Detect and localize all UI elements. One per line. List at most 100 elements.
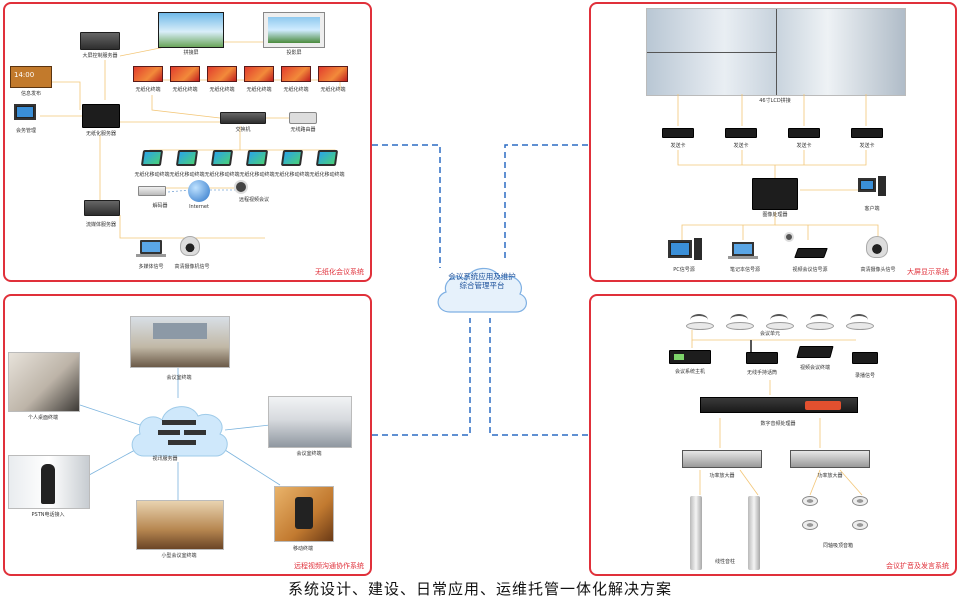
terminal-screen-icon	[318, 66, 348, 82]
terminal-screen-icon	[281, 66, 311, 82]
label-video-tracking: 视频会议终端	[799, 365, 831, 371]
panel-audio: 会议扩音及发言系统	[589, 294, 957, 576]
label-personal: 个人桌面终端	[27, 415, 59, 421]
video-camera-icon	[784, 232, 794, 242]
label-lcd: 46寸LCD拼接	[759, 98, 791, 104]
footer-title: 系统设计、建设、日常应用、运维托管一体化解决方案	[287, 580, 672, 598]
label-small-room: 小型会议室终端	[161, 553, 197, 559]
mic-base-icon	[766, 322, 794, 330]
dsp-icon	[700, 397, 858, 413]
label-projector: 投影屏	[286, 50, 302, 56]
link-bigscreen	[504, 144, 588, 262]
mic-base-icon	[726, 322, 754, 330]
label-upper-server: 大屏控制服务器	[82, 53, 118, 59]
label-terminal: 无纸化终端	[283, 87, 309, 93]
label-decoder: 解码器	[152, 203, 168, 209]
power-amp-icon	[682, 450, 762, 468]
terminal-screen-icon	[170, 66, 200, 82]
tablet-icon	[315, 150, 339, 166]
label-conference-terminal: 会议室终端	[296, 451, 322, 457]
tablet-icon	[280, 150, 304, 166]
client-tower-icon	[878, 176, 886, 196]
ceiling-speaker-icon	[852, 496, 868, 506]
tablet-icon	[175, 150, 199, 166]
terminal-screen-icon	[244, 66, 274, 82]
client-monitor-icon	[858, 178, 876, 192]
laptop-icon	[140, 240, 162, 254]
label-info-release: 信息发布	[20, 91, 42, 97]
label-ops-mgmt: 会务管理	[15, 128, 37, 134]
label-internet: Internet	[189, 204, 209, 210]
mcu-cloud-icon	[131, 406, 228, 457]
ceiling-speaker-icon	[802, 496, 818, 506]
label-mcu: 视讯服务器	[152, 456, 178, 462]
video-terminal-icon	[796, 346, 834, 358]
label-display-screen: 拼接屏	[183, 50, 199, 56]
wireless-mic-receiver-icon	[746, 352, 778, 364]
label-media-signal: 多媒体信号	[138, 264, 164, 270]
label-terminal: 无纸化终端	[246, 87, 272, 93]
meeting-room-photo	[130, 316, 230, 368]
label-laptop: 笔记本信号源	[729, 267, 761, 273]
label-wireless-mic: 无线手持话筒	[746, 370, 778, 376]
ceiling-speaker-icon	[852, 520, 868, 530]
link-wireless	[372, 144, 441, 268]
panel-title-audio: 会议扩音及发言系统	[886, 562, 949, 570]
label-client: 客户端	[864, 206, 880, 212]
video-wall-icon	[158, 12, 224, 48]
label-send-card: 发送卡	[796, 143, 812, 149]
label-mobile: 移动终端	[292, 546, 314, 552]
label-meeting-room: 会议室终端	[166, 375, 192, 381]
conference-photo	[268, 396, 352, 448]
pstn-photo	[8, 455, 90, 509]
laptop-signal-icon	[732, 242, 754, 256]
tablet-icon	[140, 150, 164, 166]
label-video-signal: 视频会议信号源	[792, 267, 828, 273]
pc-monitor-icon	[668, 240, 692, 258]
globe-icon	[188, 180, 210, 202]
mic-base-icon	[806, 322, 834, 330]
conference-host-icon	[669, 350, 711, 364]
send-card-icon	[662, 128, 694, 138]
label-camera: 高清摄像头信号	[860, 267, 896, 273]
label-mobile-terminal: 无纸化移动终端	[309, 172, 345, 178]
gooseneck-mic-icon	[850, 314, 868, 326]
column-speaker-icon	[690, 496, 702, 570]
signal-device-icon	[852, 352, 878, 364]
wireless-router-icon	[289, 112, 317, 124]
label-terminal: 无纸化终端	[172, 87, 198, 93]
label-power-amp2: 功率放大器	[817, 473, 843, 479]
label-send-card: 发送卡	[733, 143, 749, 149]
send-card-icon	[788, 128, 820, 138]
label-pstn: PSTN电话接入	[31, 512, 65, 518]
tablet-icon	[210, 150, 234, 166]
terminal-screen-icon	[207, 66, 237, 82]
column-speaker-icon	[748, 496, 760, 570]
panel-title-wireless: 无纸化会议系统	[315, 268, 364, 276]
gooseneck-mic-icon	[810, 314, 828, 326]
mic-base-icon	[686, 322, 714, 330]
label-hd-camera: 高清摄像机信号	[174, 264, 210, 270]
label-mic-unit: 会议单元	[759, 331, 781, 337]
label-signal: 录播信号	[854, 373, 876, 379]
label-terminal: 无纸化终端	[135, 87, 161, 93]
ptz-camera-icon	[180, 236, 200, 256]
label-wireless-router: 无线路由器	[290, 127, 316, 133]
switch-icon	[220, 112, 266, 124]
lcd-wall-photo	[646, 8, 906, 96]
label-main-unit: 会议系统主机	[674, 369, 706, 375]
mobile-photo	[274, 486, 334, 542]
projector-screen-icon	[263, 12, 325, 48]
monitor-icon	[14, 104, 36, 120]
wireless-server-icon	[82, 104, 120, 128]
send-card-icon	[725, 128, 757, 138]
label-send-card: 发送卡	[859, 143, 875, 149]
gooseneck-mic-icon	[770, 314, 788, 326]
cloud-icon	[437, 267, 527, 313]
camera-icon	[234, 180, 248, 194]
label-ceiling: 同轴吸顶音箱	[822, 543, 854, 549]
